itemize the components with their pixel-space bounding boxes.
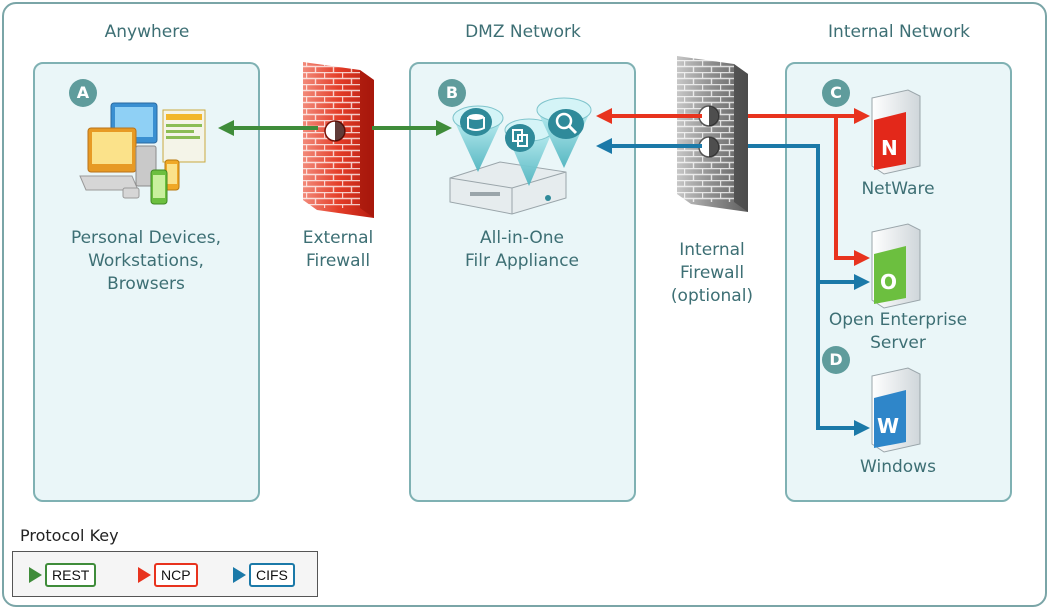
key-label-rest: REST (45, 563, 97, 587)
internal-firewall-label: Internal Firewall (optional) (670, 240, 754, 306)
triangle-icon (29, 567, 42, 583)
windows-label: Windows (860, 457, 936, 477)
server-icon: N (871, 89, 921, 175)
external-firewall-label: External Firewall (302, 228, 374, 271)
server-letter: O (880, 270, 897, 294)
rest-connection (218, 120, 452, 136)
devices-label: Personal Devices, Workstations, Browsers (70, 228, 222, 294)
badge-b: B (438, 79, 466, 107)
zone-title-internal: Internal Network (828, 22, 970, 42)
server-letter: N (881, 136, 898, 160)
badge-a: A (69, 79, 97, 107)
triangle-icon (233, 567, 246, 583)
zone-title-anywhere: Anywhere (104, 22, 190, 42)
netware-label: NetWare (861, 179, 935, 199)
badge-c: C (822, 79, 850, 107)
key-label-ncp: NCP (154, 563, 198, 587)
firewall-icon (677, 56, 748, 212)
server-letter: W (877, 414, 899, 438)
cifs-connection (596, 138, 870, 436)
server-icon: W (871, 367, 921, 453)
protocol-key: REST NCP CIFS (12, 551, 318, 597)
zone-title-dmz: DMZ Network (465, 22, 581, 42)
protocol-key-title: Protocol Key (20, 526, 119, 545)
server-icon: O (871, 223, 921, 309)
appliance-label: All-in-One Filr Appliance (464, 228, 580, 271)
badge-d: D (822, 346, 850, 374)
key-label-cifs: CIFS (249, 563, 295, 587)
devices-icon (79, 102, 206, 205)
firewall-icon (303, 62, 374, 218)
appliance-icon (449, 97, 592, 215)
triangle-icon (138, 567, 151, 583)
ncp-connection (596, 108, 870, 266)
oes-label: Open Enterprise Server (828, 310, 968, 353)
